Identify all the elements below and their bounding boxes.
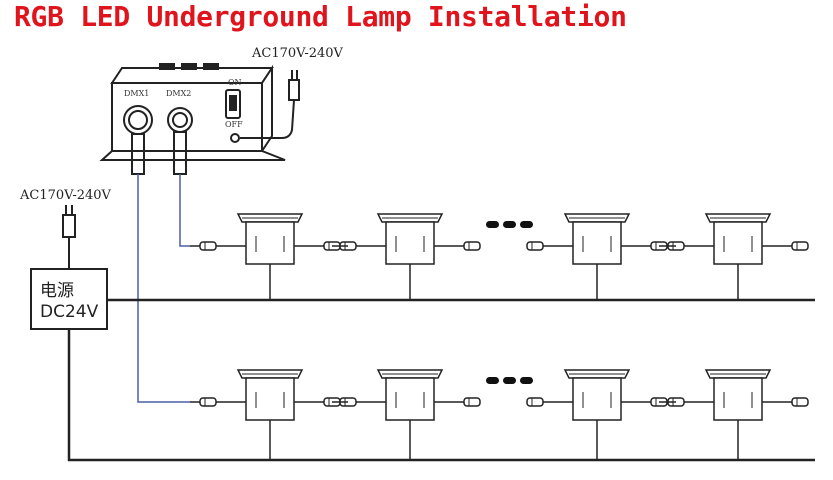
continuation-dot: [520, 377, 533, 384]
lamp-rows: [190, 213, 809, 460]
lamp-body: [385, 221, 435, 265]
dmx2-port-label: DMX2: [166, 89, 192, 98]
lamp-body: [245, 221, 295, 265]
lamp-body: [385, 377, 435, 421]
dmx-controller: [99, 63, 300, 175]
lamp-body: [572, 377, 622, 421]
diagram-static-lines: [62, 63, 815, 462]
power-supply-label: 电源: [40, 281, 74, 301]
dmx-signal-cables: [137, 174, 190, 403]
cable-connector: [463, 397, 481, 407]
cable-connector: [199, 397, 217, 407]
continuation-dot: [503, 377, 516, 384]
psu-mains-label: AC170V-240V: [20, 188, 111, 203]
cable-connector: [526, 241, 544, 251]
switch-off-label: OFF: [225, 120, 243, 129]
psu-mains-plug: [62, 205, 76, 268]
continuation-dot: [486, 377, 499, 384]
cable-connector: [199, 241, 217, 251]
continuation-dot: [503, 221, 516, 228]
dmx1-port-label: DMX1: [124, 89, 150, 98]
diagram-title: RGB LED Underground Lamp Installation: [14, 0, 627, 33]
controller-mains-label: AC170V-240V: [252, 46, 343, 61]
cable-connector: [526, 397, 544, 407]
switch-on-label: ON: [228, 78, 242, 87]
cable-connector: [463, 241, 481, 251]
lamp-body: [713, 221, 763, 265]
continuation-dot: [520, 221, 533, 228]
lamp-body: [713, 377, 763, 421]
lamp-body: [572, 221, 622, 265]
lamp-body: [245, 377, 295, 421]
power-supply-box: 电源 DC24V: [30, 268, 108, 330]
continuation-dot: [486, 221, 499, 228]
cable-connector: [791, 397, 809, 407]
power-supply-voltage: DC24V: [40, 302, 99, 322]
cable-connector: [791, 241, 809, 251]
dc-power-bus: [67, 298, 815, 462]
